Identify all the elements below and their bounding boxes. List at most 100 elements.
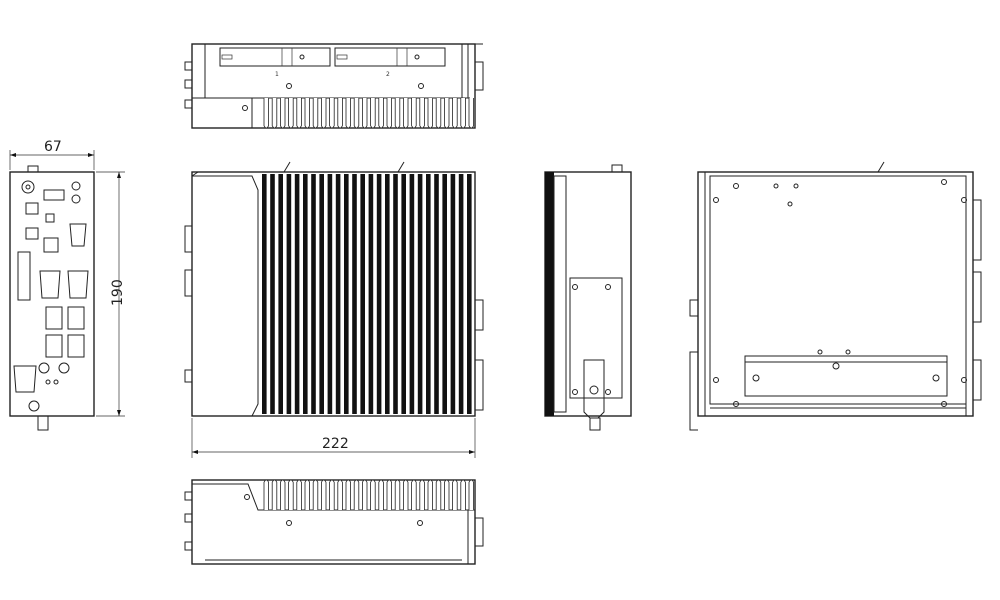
heatsink-fin xyxy=(360,174,365,414)
heatsink-fin xyxy=(263,479,269,510)
heatsink-fin xyxy=(312,98,319,129)
heatsink-fin xyxy=(368,174,374,414)
lan-port-icon xyxy=(67,334,85,358)
front-io-view: 67 190 xyxy=(9,139,126,431)
heatsink-fin xyxy=(280,479,286,510)
heatsink-fin xyxy=(468,479,474,510)
heatsink-fin xyxy=(467,174,472,414)
screw-icon xyxy=(244,494,250,500)
rear-view xyxy=(544,164,632,431)
heatsink-fin xyxy=(304,98,310,129)
heatsink-fin xyxy=(319,174,324,414)
dimension-height-value: 190 xyxy=(110,279,126,306)
heatsink-fin xyxy=(468,98,474,129)
dimension-height: 190 xyxy=(96,171,126,417)
heatsink-fin xyxy=(286,174,292,414)
heatsink-fin xyxy=(296,98,302,129)
top-view: 1 2 xyxy=(184,43,484,129)
heatsink-fin xyxy=(321,98,327,129)
vga-port-icon xyxy=(39,270,61,299)
heatsink-fin xyxy=(271,479,278,510)
heatsink-fin xyxy=(262,174,267,414)
usb-port-icon xyxy=(45,306,63,330)
heatsink-fin xyxy=(417,174,423,414)
screw-icon xyxy=(733,183,739,189)
heatsink-fin xyxy=(311,174,316,414)
screw-icon xyxy=(832,362,840,370)
bottom-view xyxy=(184,479,484,565)
heatsink-fin xyxy=(362,98,368,129)
heatsink-fin xyxy=(385,174,390,414)
heatsink-fin xyxy=(278,174,283,414)
heatsink-fin xyxy=(304,479,310,510)
heatsink-fin xyxy=(345,479,351,510)
heatsink-fin xyxy=(335,174,341,414)
heatsink-fin xyxy=(411,479,417,510)
screw-icon xyxy=(417,520,423,526)
bottom-panel-view xyxy=(689,161,982,431)
heatsink-fin xyxy=(401,174,406,414)
heatsink-fin xyxy=(435,98,442,129)
heatsink-fin xyxy=(393,174,398,414)
screw-icon xyxy=(752,374,760,382)
heatsink-fin xyxy=(460,98,466,129)
heatsink-fins-top xyxy=(263,98,474,129)
heatsink-fin xyxy=(426,174,431,414)
heatsink-fin xyxy=(362,479,368,510)
heatsink-fin xyxy=(419,98,425,129)
heatsink-fin xyxy=(288,98,294,129)
heatsink-fin xyxy=(409,174,415,414)
mount-bracket xyxy=(569,277,623,399)
dimension-length-value: 222 xyxy=(322,436,349,452)
heatsink-fin xyxy=(312,479,319,510)
heatsink-fin xyxy=(353,479,360,510)
heatsink-fin xyxy=(321,479,327,510)
screw-icon xyxy=(961,197,967,203)
heatsink-fin xyxy=(378,479,384,510)
heatsink-fin xyxy=(270,174,275,414)
heatsink-fin xyxy=(303,174,308,414)
heatsink-fin xyxy=(294,174,300,414)
heatsink-fin xyxy=(386,479,392,510)
heatsink-fin xyxy=(427,98,433,129)
drive-bay-2: 2 xyxy=(334,47,446,78)
heatsink-fin xyxy=(386,98,392,129)
heatsink-fin xyxy=(394,479,401,510)
heatsink-fin xyxy=(460,479,466,510)
lan-port-icon xyxy=(67,306,85,330)
screw-icon xyxy=(941,179,947,185)
drive-bay-1-label: 1 xyxy=(275,71,279,78)
heatsink-fin xyxy=(452,479,458,510)
gpio-header-icon xyxy=(17,251,31,301)
terminal-block-icon xyxy=(43,189,65,201)
heatsink-fin xyxy=(329,479,335,510)
led-icon xyxy=(71,194,81,204)
heatsink-fin xyxy=(288,479,294,510)
heatsink-fin xyxy=(427,479,433,510)
screw-icon xyxy=(418,83,424,89)
power-jack-icon xyxy=(21,180,35,194)
heatsink-fin xyxy=(327,174,333,414)
heatsink-fin xyxy=(352,174,357,414)
heatsink-fin xyxy=(370,98,376,129)
serial-port-icon xyxy=(67,270,89,299)
heatsink-fin xyxy=(435,479,442,510)
heatsink-fin xyxy=(370,479,376,510)
heatsink-fin xyxy=(378,98,384,129)
heatsink-fin xyxy=(403,479,409,510)
serial-port-icon xyxy=(69,223,87,247)
dimension-width: 67 xyxy=(9,139,95,170)
heatsink-fin xyxy=(434,174,439,414)
drive-bay-1: 1 xyxy=(219,47,331,78)
screw-icon xyxy=(932,374,940,382)
heatsink-fin xyxy=(296,479,302,510)
heatsink-fin xyxy=(452,98,458,129)
ground-screw-icon xyxy=(28,400,40,412)
screw-icon xyxy=(286,520,292,526)
drive-bay-2-label: 2 xyxy=(386,71,390,78)
heatsink-fin xyxy=(444,479,450,510)
screw-icon xyxy=(286,83,292,89)
heatsink-fin xyxy=(345,98,351,129)
heatsink-fins-bottom xyxy=(263,479,474,510)
dimension-width-value: 67 xyxy=(44,139,62,155)
